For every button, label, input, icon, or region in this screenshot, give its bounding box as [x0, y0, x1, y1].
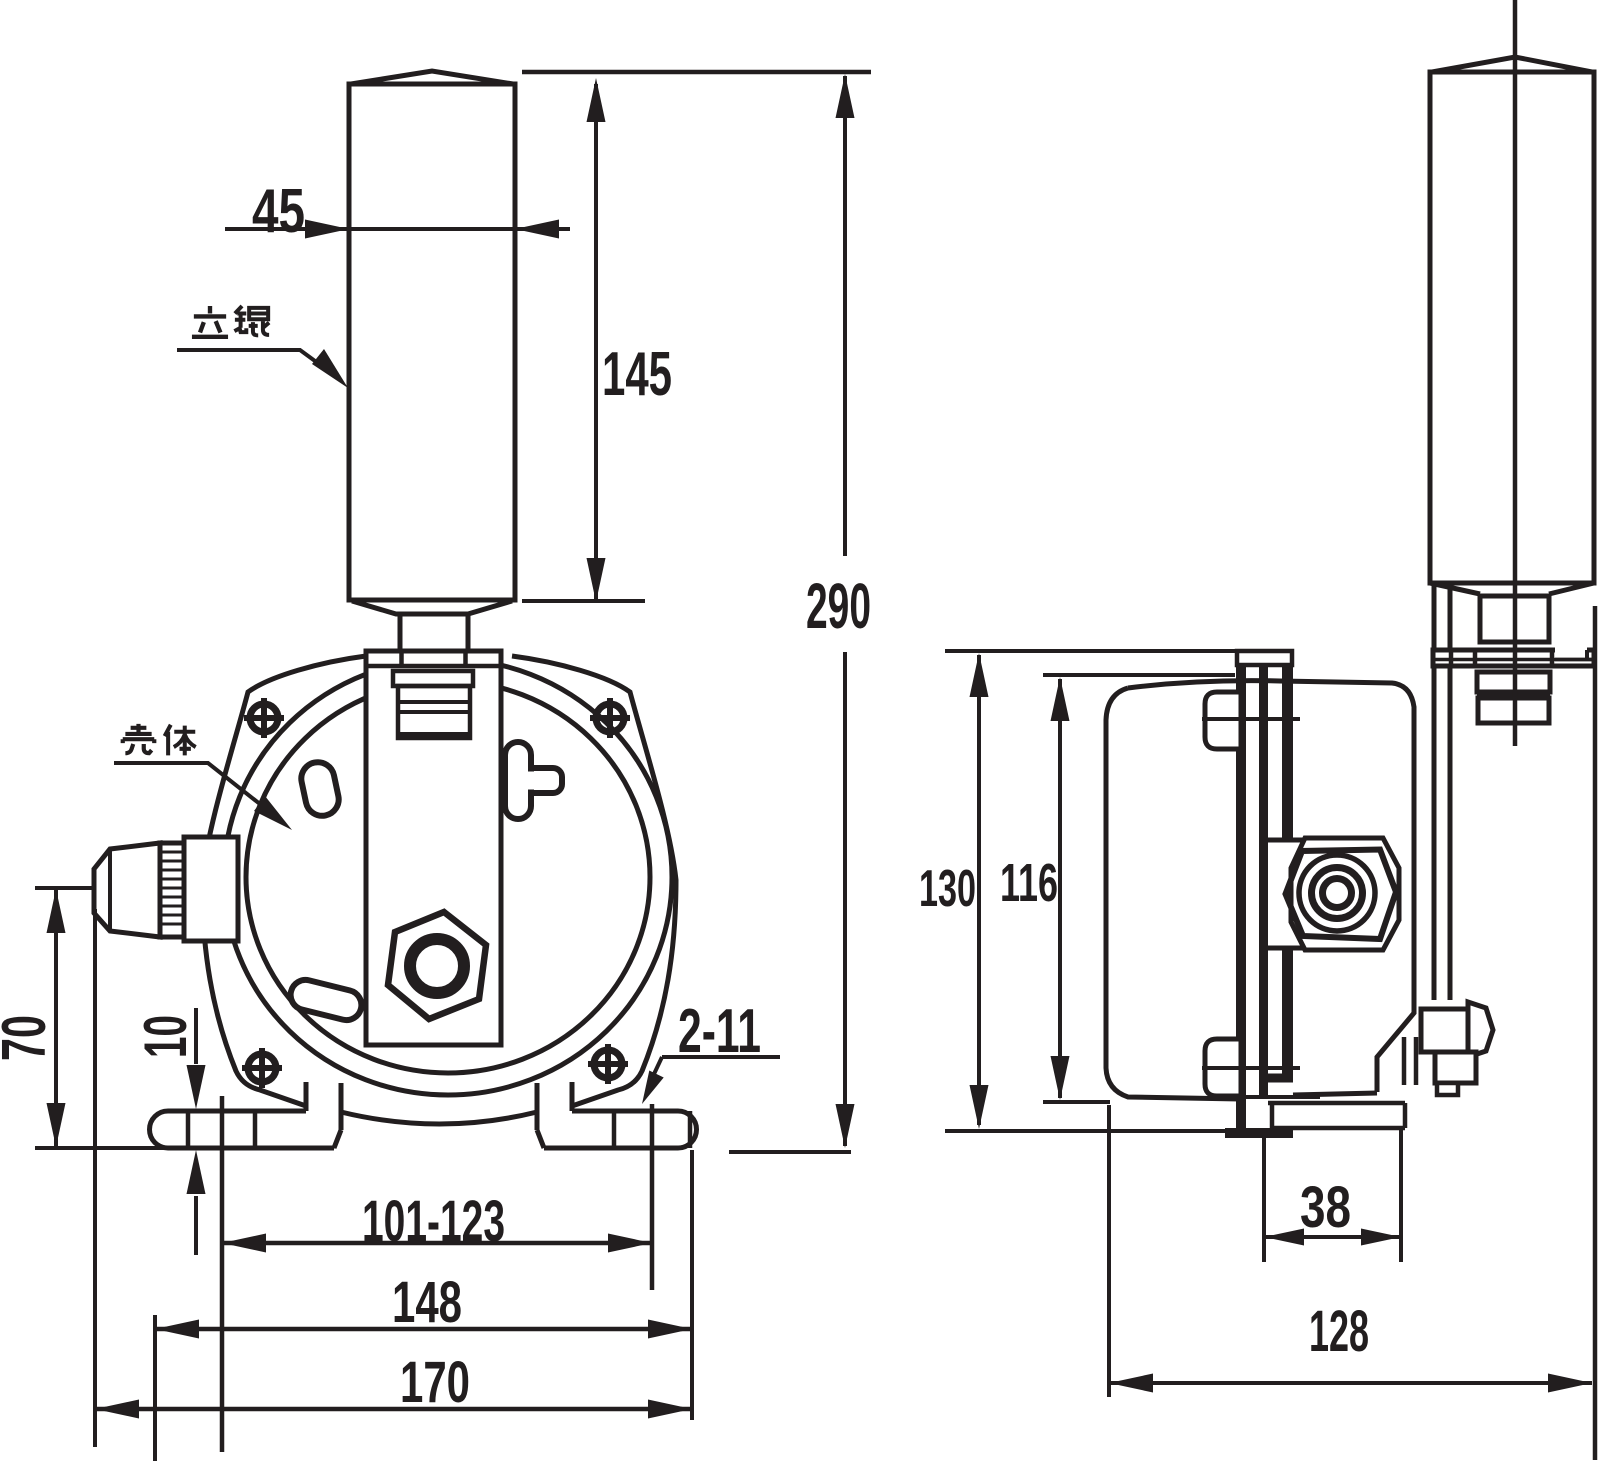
svg-text:2-11: 2-11	[678, 997, 761, 1066]
svg-text:116: 116	[1000, 853, 1058, 913]
svg-text:148: 148	[392, 1270, 462, 1335]
svg-text:128: 128	[1309, 1299, 1369, 1364]
svg-text:290: 290	[806, 570, 871, 642]
svg-text:170: 170	[400, 1350, 470, 1415]
svg-text:145: 145	[602, 340, 672, 409]
svg-text:130: 130	[919, 860, 976, 918]
svg-text:70: 70	[0, 1015, 59, 1061]
svg-text:10: 10	[132, 1015, 199, 1058]
svg-text:38: 38	[1300, 1175, 1351, 1240]
svg-text:45: 45	[252, 177, 305, 246]
svg-text:101-123: 101-123	[362, 1189, 505, 1254]
